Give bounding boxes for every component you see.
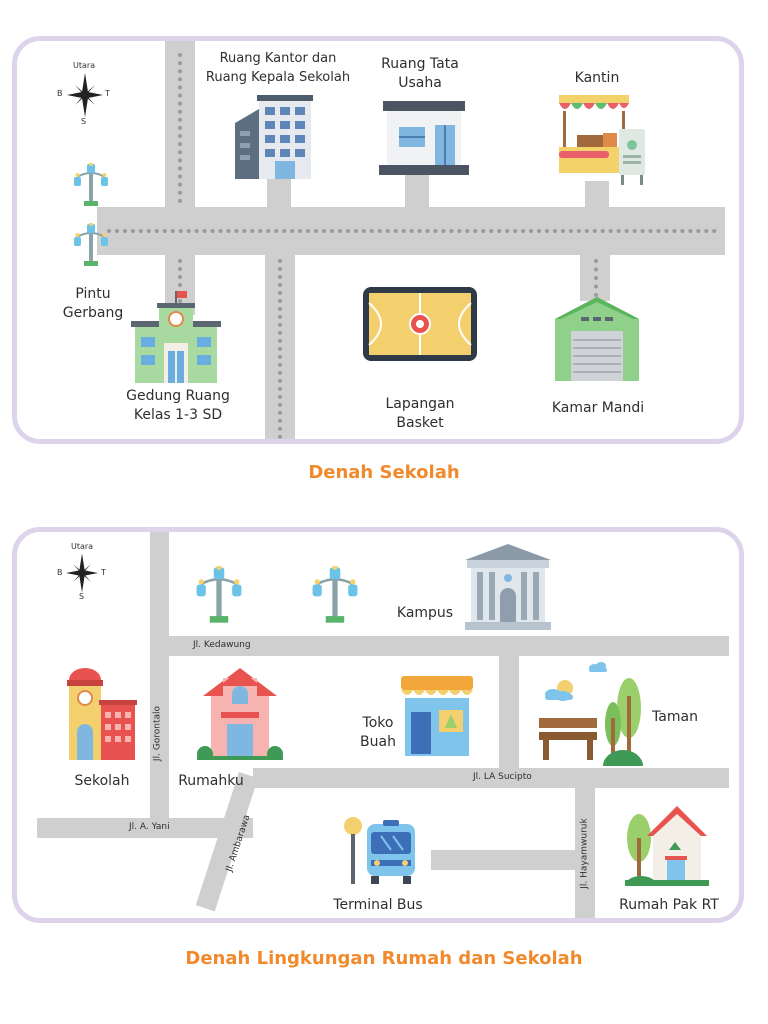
street-label-a-yani: Jl. A. Yani — [129, 822, 170, 832]
home-label: Rumahku — [178, 773, 244, 789]
road-gorontalo — [150, 532, 169, 822]
road-marking — [178, 53, 182, 203]
school-map-caption: Denah Sekolah — [308, 462, 460, 483]
park-label: Taman — [652, 709, 698, 725]
basketball-court-icon — [363, 287, 477, 361]
road-kedawung — [169, 636, 729, 656]
road-marking — [278, 259, 282, 439]
campus-building-icon — [465, 544, 551, 630]
compass-east-label: T — [101, 568, 106, 577]
park-icon — [539, 662, 643, 766]
compass-south-label: S — [79, 592, 85, 601]
campus-label: Kampus — [396, 605, 454, 621]
rt-house-icon — [625, 806, 709, 886]
road-a-yani — [37, 818, 253, 838]
road-ambarawa — [195, 772, 259, 912]
office-building-icon — [235, 95, 313, 179]
street-label-hayamwuruk: Jl. Hayamwuruk — [579, 818, 590, 889]
compass-south-label: S — [81, 117, 87, 126]
neighborhood-map-panel: Jl. Kedawung Jl. Gorontalo Jl. LA Sucipt… — [12, 527, 744, 923]
street-label-la-sucipto: Jl. LA Sucipto — [473, 772, 532, 782]
canteen-label: Kantin — [574, 70, 620, 86]
road-marking — [594, 259, 598, 297]
home-building-icon — [197, 668, 283, 760]
street-lamp-icon — [312, 566, 358, 623]
road-la-sucipto — [253, 768, 729, 788]
compass-west-label: B — [57, 568, 63, 577]
road-hayamwuruk — [575, 788, 595, 918]
admin-building-icon — [379, 101, 469, 175]
road-admin-stub — [405, 171, 429, 207]
street-lamp-icon — [74, 163, 108, 206]
canteen-icon — [559, 95, 645, 185]
street-label-kedawung: Jl. Kedawung — [193, 640, 251, 650]
street-lamp-icon — [196, 566, 242, 623]
compass-icon: Utara B T S — [57, 542, 113, 612]
road-connector — [499, 656, 519, 768]
basketball-label: Lapangan Basket — [385, 396, 455, 431]
road-marking — [178, 259, 182, 311]
rt-house-label: Rumah Pak RT — [619, 897, 719, 913]
road-terminal-spur — [431, 850, 575, 870]
street-lamp-icon — [74, 223, 108, 266]
compass-east-label: T — [105, 89, 110, 98]
fruit-shop-icon — [401, 676, 473, 756]
school-label: Sekolah — [74, 773, 130, 789]
toilet-label: Kamar Mandi — [551, 400, 645, 416]
toilet-building-icon — [555, 297, 639, 381]
school-building-icon — [67, 668, 137, 760]
compass-icon: Utara B T S — [57, 61, 113, 131]
bus-terminal-label: Terminal Bus — [333, 897, 423, 913]
road-office-stub — [267, 175, 291, 207]
gate-label: Pintu Gerbang — [62, 286, 124, 321]
neighborhood-map-caption: Denah Lingkungan Rumah dan Sekolah — [185, 948, 583, 969]
compass-north-label: Utara — [73, 61, 96, 70]
road-canteen-stub — [585, 181, 609, 207]
fruit-shop-label: Toko Buah — [360, 715, 396, 750]
bus-terminal-icon — [344, 817, 415, 884]
compass-west-label: B — [57, 89, 63, 98]
street-label-gorontalo: Jl. Gorontalo — [152, 705, 163, 762]
road-marking — [107, 229, 717, 233]
admin-label: Ruang Tata Usaha — [381, 56, 459, 91]
classroom-building-icon — [131, 291, 221, 383]
school-map-panel: Utara B T S Pintu Gerbang — [12, 36, 744, 444]
classrooms-label: Gedung Ruang Kelas 1-3 SD — [126, 388, 230, 423]
office-label: Ruang Kantor dan Ruang Kepala Sekolah — [205, 51, 351, 85]
compass-north-label: Utara — [71, 542, 94, 551]
